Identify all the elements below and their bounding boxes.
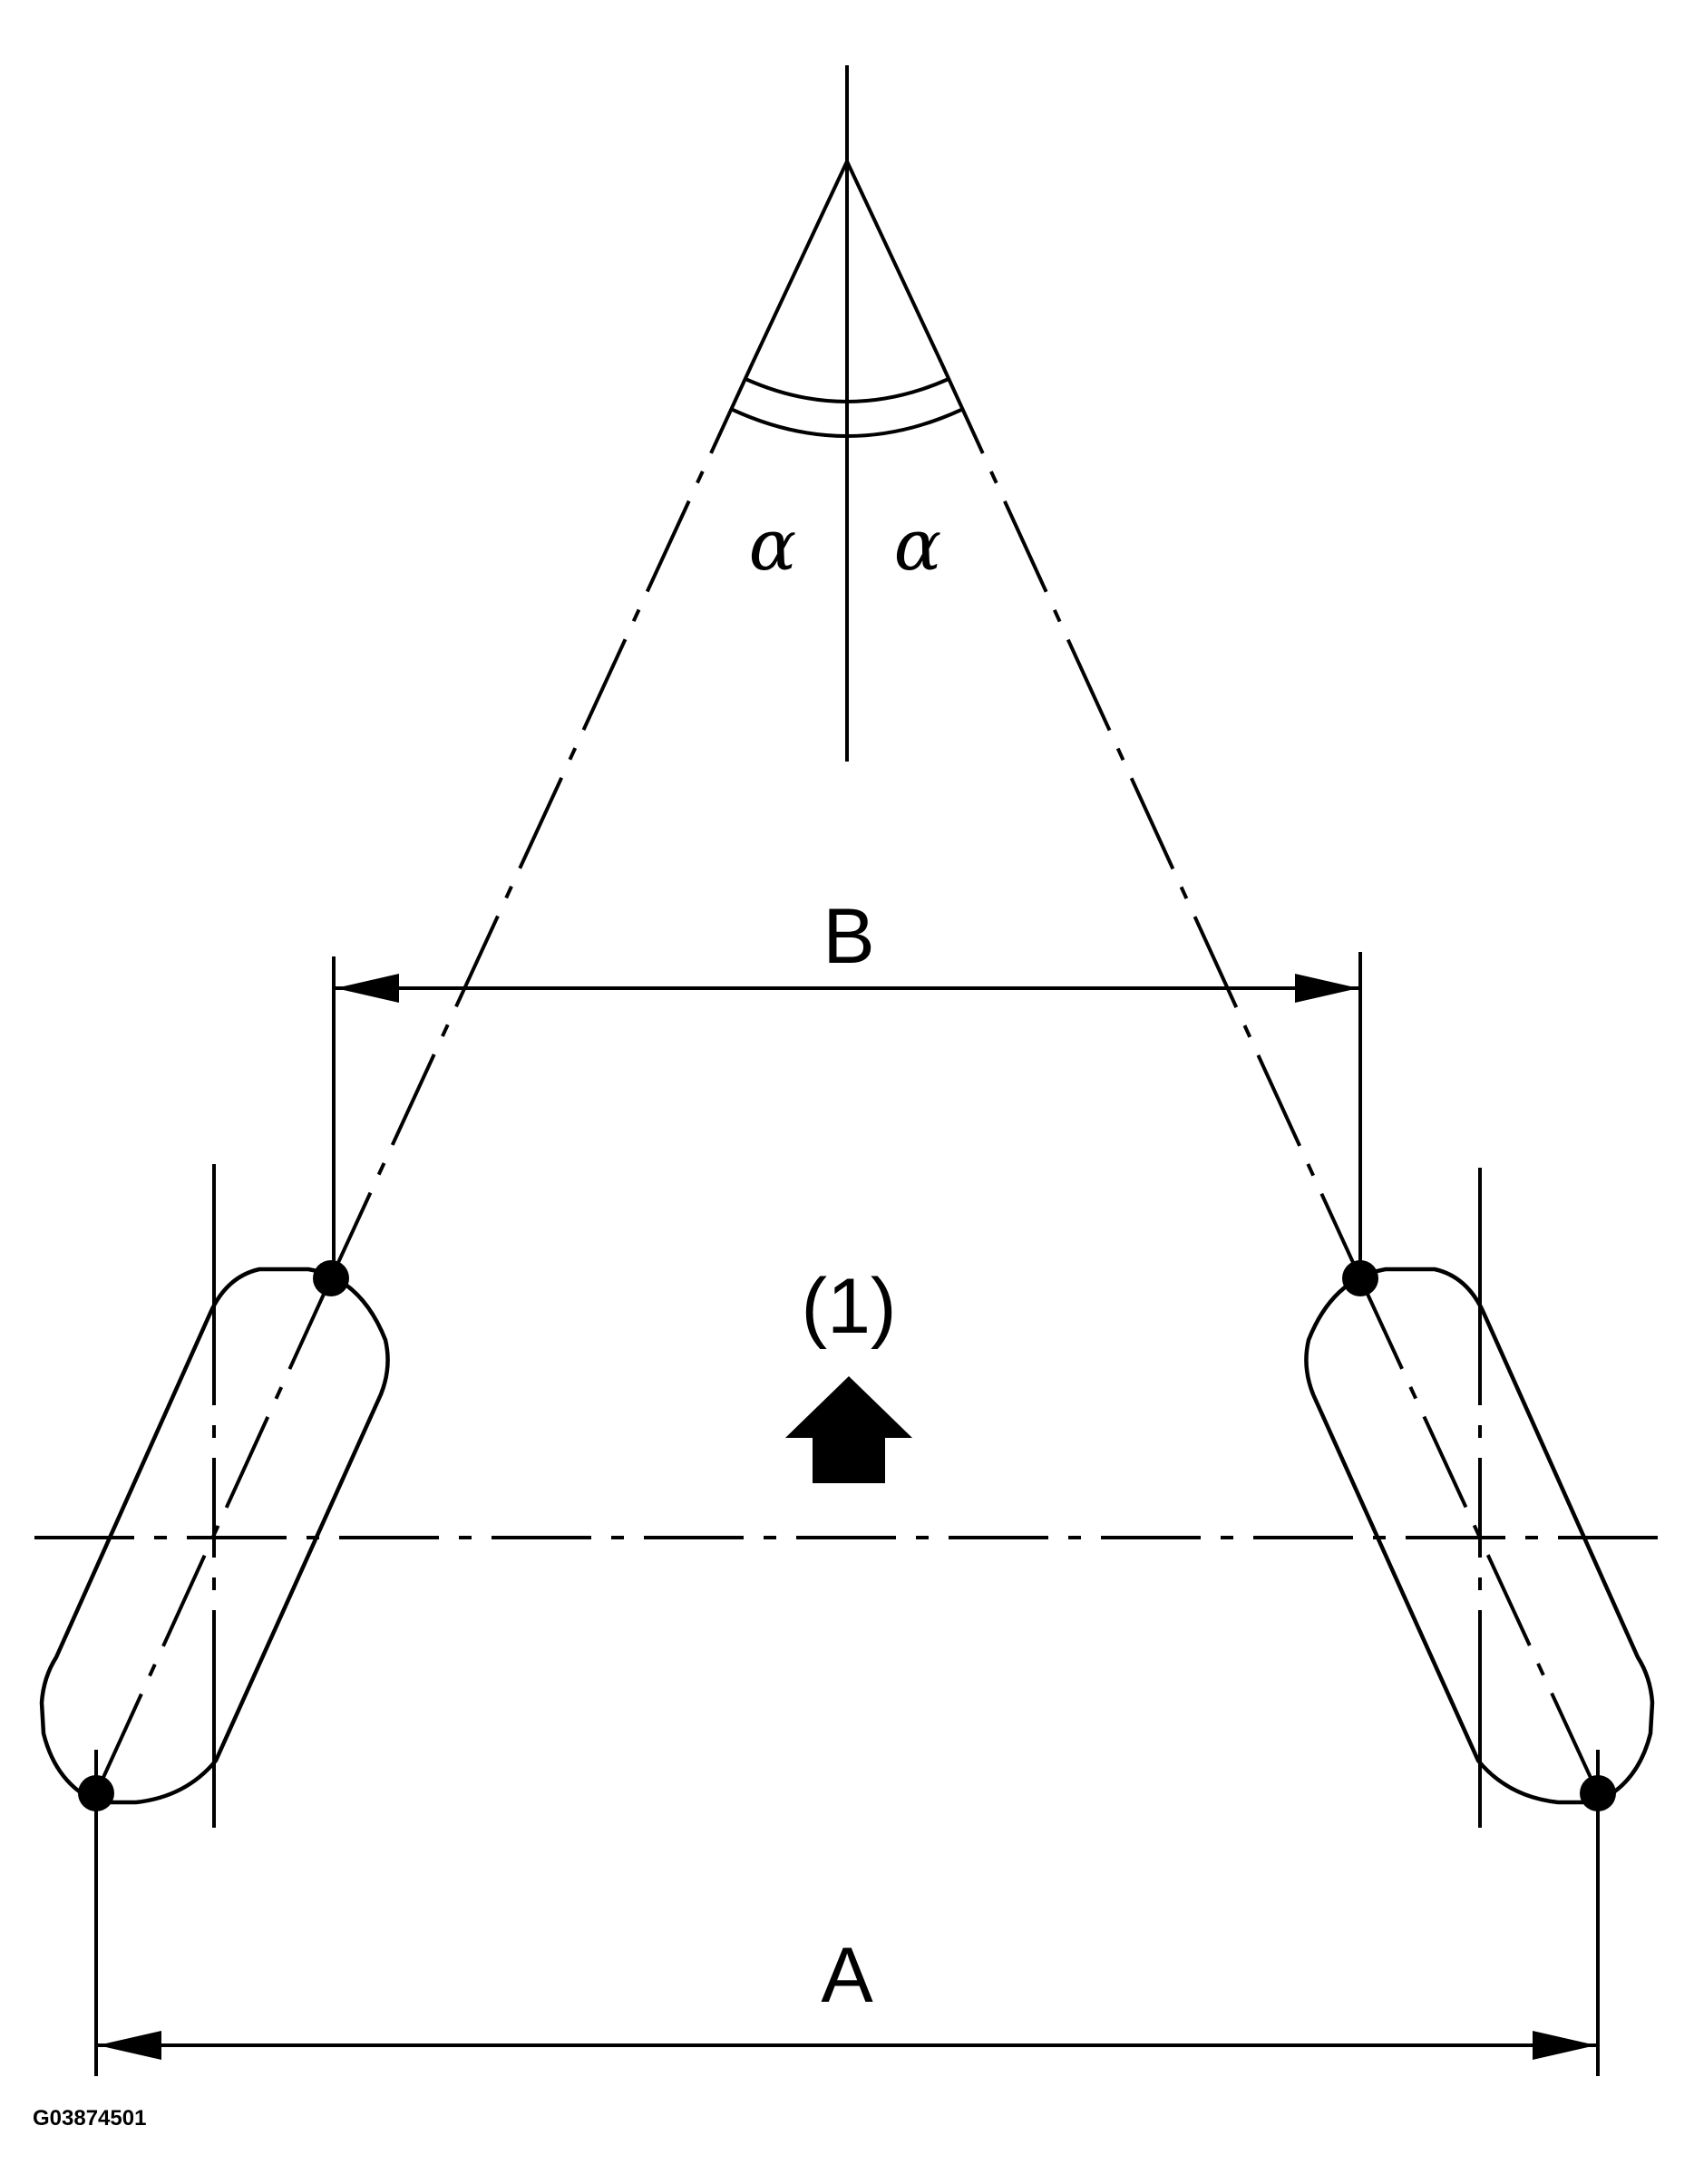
alpha-right-label: α bbox=[894, 505, 942, 587]
figure-code: G03874501 bbox=[33, 2106, 146, 2131]
left-front-pivot-point bbox=[313, 1260, 349, 1296]
dimension-b-label: B bbox=[823, 893, 874, 980]
direction-label: (1) bbox=[801, 1263, 896, 1350]
angle-arc-inner bbox=[745, 377, 949, 403]
alpha-left-label: α bbox=[749, 505, 797, 587]
right-front-pivot-point bbox=[1342, 1260, 1378, 1296]
left-wheel bbox=[39, 1164, 390, 1828]
dimension-b-arrow-right bbox=[1295, 974, 1358, 1003]
dimension-b-arrow-left bbox=[336, 974, 399, 1003]
right-wheel bbox=[1304, 1168, 1655, 1828]
angle-arc-outer bbox=[732, 408, 962, 438]
dimension-a-label: A bbox=[821, 1932, 873, 2019]
forward-arrow-icon bbox=[785, 1376, 912, 1483]
dimension-a-arrow-left bbox=[98, 2031, 161, 2060]
dimension-a-arrow-right bbox=[1533, 2031, 1596, 2060]
right-converging-line bbox=[845, 160, 1362, 1279]
left-converging-line bbox=[329, 160, 849, 1279]
